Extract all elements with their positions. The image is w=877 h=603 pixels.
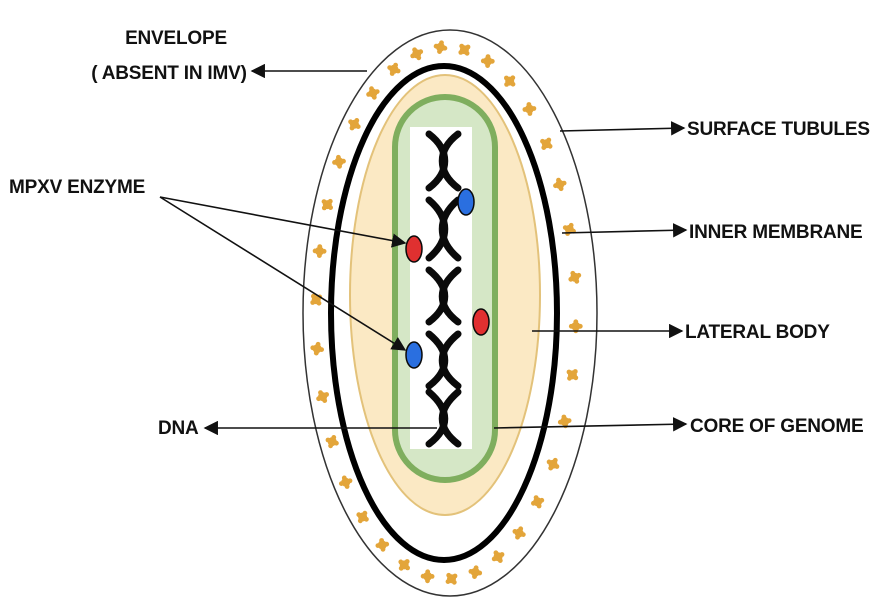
surface-tubule [540, 138, 552, 150]
enzyme-blue [458, 189, 474, 215]
label-envelope: ENVELOPE [125, 28, 227, 49]
label-surface-tubules: SURFACE TUBULES [687, 119, 870, 140]
surface-tubule [398, 559, 410, 571]
enzyme-red [406, 236, 422, 262]
surface-tubule [492, 550, 505, 563]
surface-tubule [567, 369, 579, 381]
surface-tubule [547, 458, 560, 471]
label-envelope-note: ( ABSENT IN IMV) [91, 63, 246, 84]
surface-tubule [348, 118, 360, 130]
surface-tubules-arrow [560, 128, 684, 131]
enzyme-red [473, 309, 489, 335]
surface-tubule [446, 573, 458, 585]
label-lateral-body: LATERAL BODY [685, 322, 830, 343]
surface-tubule [458, 44, 470, 56]
label-dna: DNA [158, 418, 199, 439]
label-core-of-genome: CORE OF GENOME [690, 416, 864, 437]
surface-tubule [356, 511, 368, 523]
surface-tubule [310, 294, 322, 306]
label-inner-membrane: INNER MEMBRANE [689, 222, 862, 243]
label-mpxv-enzyme: MPXV ENZYME [9, 177, 145, 198]
surface-tubule [504, 75, 515, 86]
surface-tubule [322, 199, 333, 210]
enzyme-blue [406, 342, 422, 368]
